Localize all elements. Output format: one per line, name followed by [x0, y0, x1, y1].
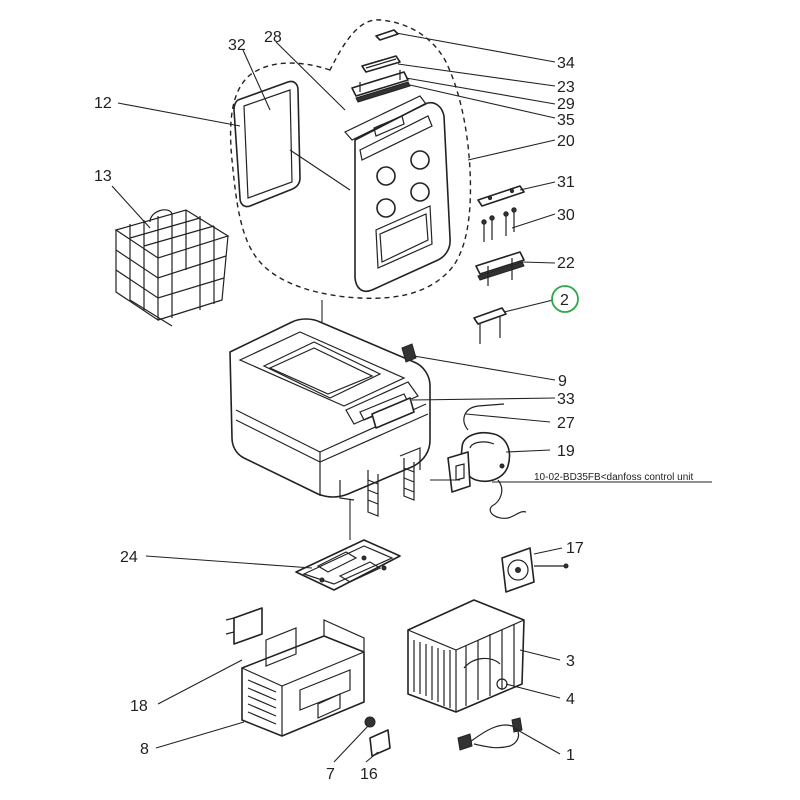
control-unit-caption: 10-02-BD35FB<danfoss control unit — [534, 472, 693, 483]
callout-30: 30 — [557, 207, 575, 224]
part-8-front-housing — [241, 619, 365, 737]
part-12-lid-gasket — [233, 80, 301, 208]
callout-22: 22 — [557, 255, 575, 272]
callout-23: 23 — [557, 79, 575, 96]
part-35 — [355, 81, 411, 103]
part-16-plate — [369, 729, 391, 757]
callout-18: 18 — [130, 698, 148, 715]
part-9-connector — [401, 343, 417, 363]
part-3-condenser — [407, 599, 525, 713]
callout-29: 29 — [557, 96, 575, 113]
lid-button-1 — [376, 166, 396, 186]
callout-7: 7 — [326, 766, 335, 783]
callout-13: 13 — [94, 168, 112, 185]
callout-3: 3 — [566, 653, 575, 670]
callout-35: 35 — [557, 112, 575, 129]
lid-button-3 — [376, 198, 396, 218]
hinge-parts — [351, 29, 411, 103]
callout-9: 9 — [558, 373, 567, 390]
callout-16: 16 — [360, 766, 378, 783]
bracket-parts — [473, 185, 525, 344]
callout-labels: 32 28 34 23 29 35 12 20 13 31 30 22 2 9 … — [94, 29, 693, 783]
main-cabinet — [229, 318, 431, 501]
part-2 — [473, 307, 507, 325]
callout-24: 24 — [120, 549, 138, 566]
part-20-lid-cover — [344, 95, 451, 293]
callout-2-highlight-circle — [551, 285, 579, 313]
part-13-wire-basket — [114, 209, 230, 327]
part-18-bracket — [225, 607, 297, 667]
callout-1: 1 — [566, 747, 575, 764]
callout-34: 34 — [557, 55, 575, 72]
lid-button-2 — [410, 150, 430, 170]
callout-28: 28 — [264, 29, 282, 46]
lid-button-4 — [410, 182, 430, 202]
leader-lines — [111, 32, 712, 763]
callout-20: 20 — [557, 133, 575, 150]
part-31 — [477, 185, 525, 207]
part-1-power-cable — [457, 717, 523, 751]
callout-32: 32 — [228, 37, 246, 54]
callout-19: 19 — [557, 443, 575, 460]
callout-2: 2 — [560, 292, 569, 309]
callout-31: 31 — [557, 174, 575, 191]
callout-12: 12 — [94, 95, 112, 112]
part-7-knob — [364, 716, 376, 728]
part-24-base-plate — [295, 500, 401, 591]
cabinet-feet — [367, 458, 415, 517]
part-17-fan — [501, 547, 569, 593]
callout-8: 8 — [140, 741, 149, 758]
callout-27: 27 — [557, 415, 575, 432]
callout-33: 33 — [557, 391, 575, 408]
part-29 — [351, 71, 409, 97]
part-30-screws — [481, 207, 517, 242]
callout-17: 17 — [566, 540, 584, 557]
callout-4: 4 — [566, 691, 575, 708]
part-19-compressor — [447, 403, 527, 519]
part-34 — [375, 29, 399, 41]
